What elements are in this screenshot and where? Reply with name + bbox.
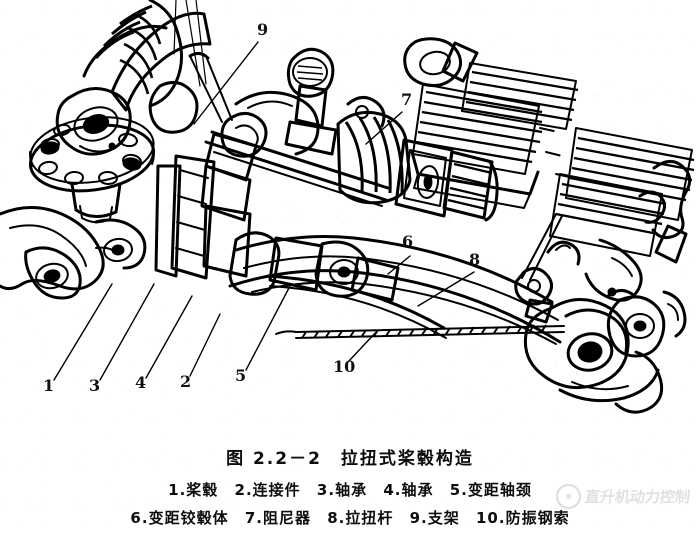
legend-num-8: 8. xyxy=(327,509,346,527)
damper-and-shaft xyxy=(336,96,499,222)
legend-num-9: 9. xyxy=(409,509,428,527)
callout-10: 10 xyxy=(333,357,356,376)
legend-item-8: 8.拉扭杆 xyxy=(327,509,393,527)
legend-label-5: 变距轴颈 xyxy=(467,481,532,499)
hub-flange-assembly xyxy=(0,87,156,300)
legend-label-7: 阻尼器 xyxy=(262,509,311,527)
figure-legend-line-2: 6.变距铰毂体 7.阻尼器 8.拉扭杆 9.支架 10.防振钢索 xyxy=(0,507,700,528)
legend-label-6: 变距铰毂体 xyxy=(148,509,229,527)
pitch-change-arm-and-grip xyxy=(228,213,687,414)
legend-item-7: 7.阻尼器 xyxy=(245,509,311,527)
rotor-hub-line-art: .ln{fill:none;stroke:#000;stroke-linecap… xyxy=(0,0,695,414)
callout-5: 5 xyxy=(235,366,247,385)
callout-7: 7 xyxy=(401,90,413,109)
callout-leader-lines xyxy=(53,41,475,381)
legend-num-4: 4. xyxy=(383,481,402,499)
technical-drawing: .ln{fill:none;stroke:#000;stroke-linecap… xyxy=(0,0,695,414)
callout-2: 2 xyxy=(180,372,192,391)
legend-num-6: 6. xyxy=(130,509,149,527)
legend-label-9: 支架 xyxy=(427,509,460,527)
legend-num-2: 2. xyxy=(234,481,253,499)
legend-num-10: 10. xyxy=(475,509,506,527)
callout-9: 9 xyxy=(257,20,269,39)
callout-6: 6 xyxy=(402,232,414,251)
legend-item-10: 10.防振钢索 xyxy=(476,509,570,527)
callout-4: 4 xyxy=(135,373,147,392)
legend-label-1: 桨毂 xyxy=(186,481,219,499)
callout-1: 1 xyxy=(43,376,55,395)
legend-label-10: 防振钢索 xyxy=(505,509,570,527)
legend-item-5: 5.变距轴颈 xyxy=(450,481,532,499)
figure-legend-line-1: 1.桨毂 2.连接件 3.轴承 4.轴承 5.变距轴颈 xyxy=(0,479,700,500)
legend-label-2: 连接件 xyxy=(252,481,301,499)
legend-item-3: 3.轴承 xyxy=(317,481,367,499)
legend-item-6: 6.变距铰毂体 xyxy=(130,509,228,527)
legend-num-7: 7. xyxy=(244,509,263,527)
legend-num-3: 3. xyxy=(316,481,336,499)
callout-3: 3 xyxy=(89,376,101,395)
legend-num-1: 1. xyxy=(168,481,187,499)
blade-root-laminates xyxy=(82,0,212,134)
callout-8: 8 xyxy=(469,250,481,269)
legend-item-9: 9.支架 xyxy=(410,509,460,527)
legend-label-3: 轴承 xyxy=(335,481,368,499)
legend-label-4: 轴承 xyxy=(401,481,434,499)
legend-num-5: 5. xyxy=(449,481,468,499)
main-hub-body xyxy=(154,47,390,280)
figure-caption-block: 图 2.2－2 拉扭式桨毂构造 1.桨毂 2.连接件 3.轴承 4.轴承 5.变… xyxy=(0,444,700,535)
legend-item-1: 1.桨毂 xyxy=(168,481,218,499)
legend-label-8: 拉扭杆 xyxy=(345,509,394,527)
legend-item-2: 2.连接件 xyxy=(235,481,301,499)
legend-item-4: 4.轴承 xyxy=(383,481,433,499)
figure-title: 图 2.2－2 拉扭式桨毂构造 xyxy=(226,449,474,469)
